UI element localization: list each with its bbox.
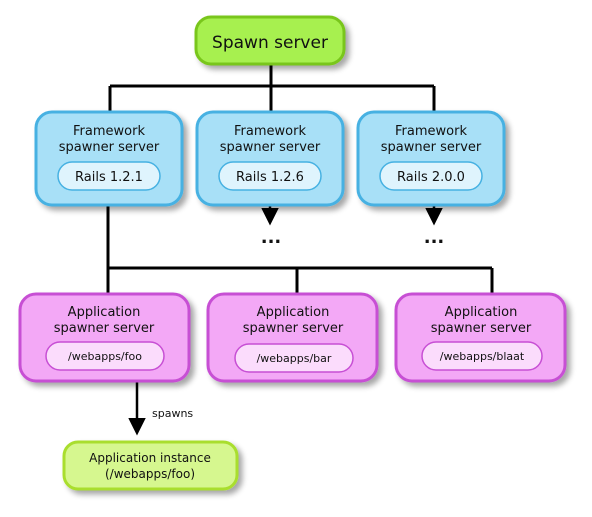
application-instance-node: Application instance (/webapps/foo): [62, 440, 239, 491]
app-server-3: Application spawner server /webapps/blaa…: [394, 292, 567, 383]
framework-server-1: Framework spawner server Rails 1.2.1: [34, 110, 184, 207]
app-server-1-title-1: Application: [68, 305, 141, 320]
framework-server-3-version: Rails 2.0.0: [397, 170, 465, 185]
framework-server-2: Framework spawner server Rails 1.2.6: [195, 110, 345, 207]
framework-server-2-version: Rails 1.2.6: [236, 170, 304, 185]
application-instance-path: (/webapps/foo): [105, 467, 195, 481]
framework-server-3-more: ...: [424, 227, 445, 248]
app-server-3-title-2: spawner server: [431, 321, 532, 336]
framework-server-2-title-1: Framework: [234, 124, 306, 139]
framework-server-3-title-2: spawner server: [381, 140, 482, 155]
framework-server-1-version: Rails 1.2.1: [75, 170, 143, 185]
framework-server-1-title-1: Framework: [73, 124, 145, 139]
spawn-server-node: Spawn server: [194, 15, 346, 66]
app-server-2-title-2: spawner server: [243, 321, 344, 336]
connectors: [106, 64, 494, 294]
app-server-1: Application spawner server /webapps/foo: [18, 292, 191, 383]
app-server-1-title-2: spawner server: [54, 321, 155, 336]
app-server-2-path: /webapps/bar: [257, 352, 332, 365]
framework-server-1-title-2: spawner server: [59, 140, 160, 155]
app-server-3-path: /webapps/blaat: [440, 350, 525, 363]
spawns-label: spawns: [152, 407, 193, 420]
framework-server-2-more: ...: [261, 227, 282, 248]
app-server-3-title-1: Application: [445, 305, 518, 320]
spawn-server-label: Spawn server: [212, 33, 328, 53]
framework-server-3: Framework spawner server Rails 2.0.0: [356, 110, 506, 207]
app-server-2: Application spawner server /webapps/bar: [206, 292, 379, 383]
app-server-2-title-1: Application: [257, 305, 330, 320]
app-server-1-path: /webapps/foo: [68, 350, 142, 363]
framework-server-3-title-1: Framework: [395, 124, 467, 139]
application-instance-title: Application instance: [89, 451, 211, 465]
framework-server-2-title-2: spawner server: [220, 140, 321, 155]
